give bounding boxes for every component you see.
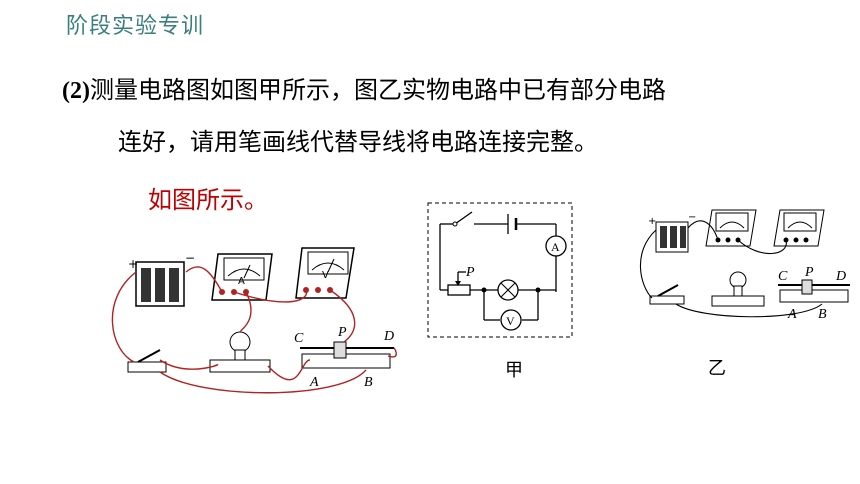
physical-label-p: P (804, 265, 814, 280)
page-header-title: 阶段实验专训 (66, 14, 205, 39)
physical-lamp (711, 271, 765, 307)
physical-battery-minus: − (688, 212, 696, 223)
answer-switch (127, 349, 167, 373)
answer-battery-minus: − (185, 251, 195, 265)
answer-rheostat: C P D A B (294, 325, 394, 390)
physical-circuit: + − (639, 209, 850, 322)
answer-lamp (209, 331, 271, 373)
answer-ammeter-letter: A (238, 276, 245, 287)
physical-label-c: C (778, 269, 788, 284)
question-text-1: 测量电路图如图甲所示，图乙实物电路中已有部分电路 (89, 76, 666, 104)
answer-voltmeter-letter: V (322, 270, 329, 281)
physical-existing-wires (639, 220, 823, 318)
physical-rheostat: C P D A B (778, 265, 850, 322)
schematic-dashed-border (427, 202, 573, 338)
schematic-slider-label: P (465, 265, 475, 280)
physical-voltmeter (773, 209, 825, 247)
schematic-ammeter-letter: A (551, 240, 560, 254)
schematic-diagram: A V P (427, 202, 573, 338)
answer-label-a: A (309, 375, 319, 390)
schematic-voltmeter (500, 309, 522, 331)
question-line-2: 连好，请用笔画线代替导线将电路连接完整。 (118, 128, 598, 156)
schematic-caption: 甲 (505, 360, 523, 381)
schematic-ammeter (545, 235, 567, 257)
answer-label-c: C (294, 331, 304, 346)
physical-ammeter (705, 209, 757, 247)
answer-label-d: D (383, 329, 394, 344)
physical-switch (649, 284, 685, 305)
answer-battery: + − (128, 251, 195, 307)
physical-battery: + − (648, 212, 696, 253)
question-line-1: (2)测量电路图如图甲所示，图乙实物电路中已有部分电路 (62, 70, 666, 105)
schematic-voltmeter-letter: V (506, 314, 515, 328)
answer-physical-circuit: + − A V (111, 247, 397, 394)
physical-label-d: D (835, 269, 846, 284)
physical-caption: 乙 (708, 358, 726, 379)
answer-label-p: P (337, 325, 347, 340)
question-number: (2) (62, 78, 90, 104)
physical-label-b: B (818, 307, 827, 322)
answer-wires (111, 266, 397, 394)
answer-text: 如图所示。 (148, 186, 268, 214)
answer-battery-plus: + (128, 257, 138, 271)
answer-label-b: B (364, 375, 373, 390)
answer-voltmeter: V (295, 247, 355, 299)
physical-battery-plus: + (648, 216, 656, 227)
answer-ammeter: A (211, 253, 273, 301)
